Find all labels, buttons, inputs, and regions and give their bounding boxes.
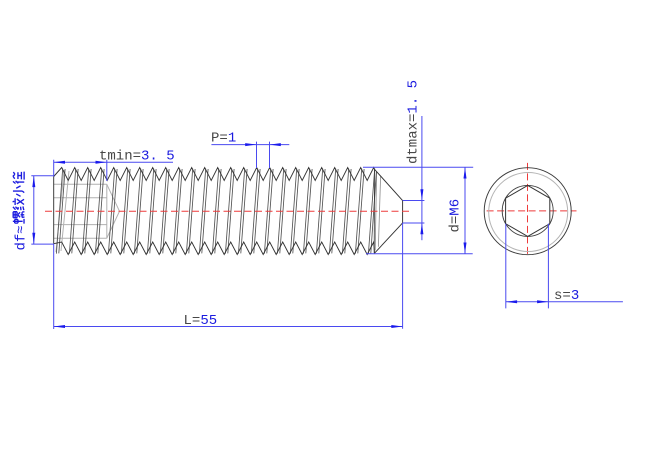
svg-text:L=55: L=55 (184, 313, 218, 329)
svg-text:s=3: s=3 (554, 288, 579, 304)
svg-text:df≈: df≈ (14, 225, 30, 250)
svg-text:dtmax=1. 5: dtmax=1. 5 (406, 80, 422, 164)
svg-text:tmin=3. 5: tmin=3. 5 (99, 149, 175, 165)
svg-text:d=M6: d=M6 (448, 199, 464, 233)
svg-text:P=1: P=1 (211, 130, 236, 146)
